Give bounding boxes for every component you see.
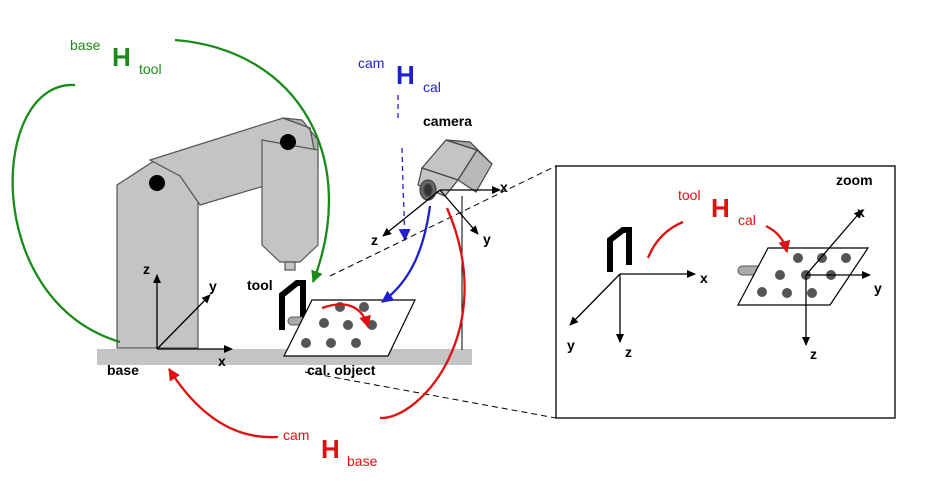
calibration-object xyxy=(283,299,416,357)
camera-frame xyxy=(382,186,501,237)
zoom-cal-x-label: x xyxy=(857,204,865,220)
zoom-gripper xyxy=(607,227,632,272)
joint-base xyxy=(149,175,165,191)
camera-y-label: y xyxy=(483,231,491,247)
zoom-tool-x-label: x xyxy=(700,270,708,286)
cam-cal-pointer xyxy=(398,95,405,240)
base-tool-label: base H tool xyxy=(70,37,162,77)
floor xyxy=(97,349,472,365)
cam-cal-label: cam H cal xyxy=(358,55,441,95)
arc-cam-cal xyxy=(381,205,432,303)
zoom-cal-z-label: z xyxy=(810,346,817,362)
base-label: base xyxy=(107,362,139,378)
camera-x-label: x xyxy=(500,179,508,195)
tool-label: tool xyxy=(247,277,273,293)
cal-object-label: cal. object xyxy=(307,362,376,378)
zoom-label: zoom xyxy=(836,172,873,188)
camera-label: camera xyxy=(423,113,472,129)
zoom-tool-y-label: y xyxy=(567,337,575,353)
joint-elbow xyxy=(280,134,296,150)
arc-base-tool xyxy=(11,38,330,344)
robot-arm xyxy=(116,117,319,349)
zoom-cal-y-label: y xyxy=(874,280,882,296)
camera-z-label: z xyxy=(371,232,378,248)
cam-base-label: cam H base xyxy=(283,427,378,469)
tool-cal-label: tool H cal xyxy=(678,187,756,228)
base-frame xyxy=(153,274,233,353)
camera xyxy=(417,139,493,201)
zoom-guide-top xyxy=(329,165,557,277)
zoom-arc-tool-cal xyxy=(646,220,684,259)
zoom-guide-bottom xyxy=(304,371,557,419)
zoom-cal-frame xyxy=(802,209,871,346)
zoom-arc-arrow xyxy=(765,224,791,253)
base-y-label: y xyxy=(209,278,217,294)
base-x-label: x xyxy=(218,353,226,369)
zoom-tool-frame xyxy=(569,270,696,343)
arc-cam-base xyxy=(169,207,466,439)
zoom-tool-z-label: z xyxy=(625,344,632,360)
base-z-label: z xyxy=(143,261,150,277)
arc-tool-cal-small xyxy=(321,303,371,328)
